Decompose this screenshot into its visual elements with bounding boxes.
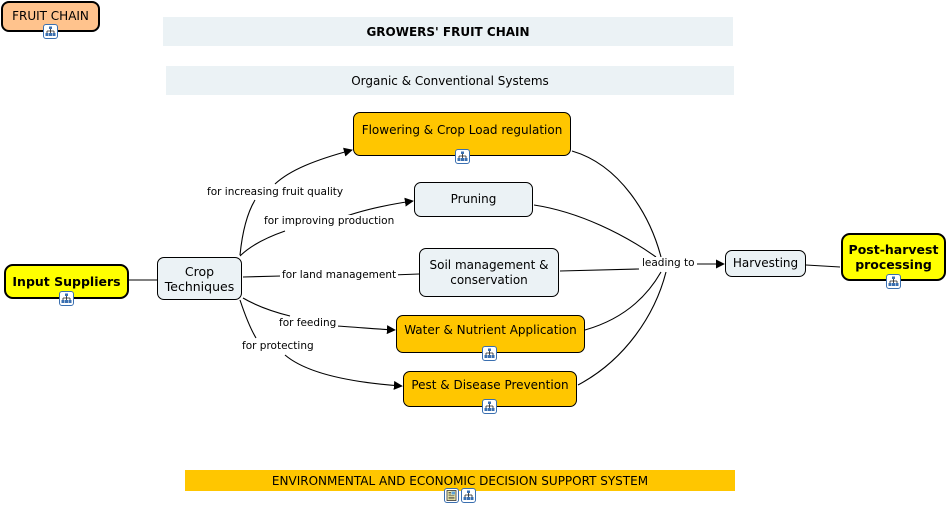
submap-icon[interactable] [482,346,497,361]
edge-protecting-to-pest [284,354,403,390]
submap-icon[interactable] [482,399,497,414]
submap-icon[interactable] [59,291,74,306]
edge-harvesting-to-postharvest [805,264,841,268]
footer-band[interactable]: ENVIRONMENTAL AND ECONOMIC DECISION SUPP… [185,470,735,491]
edge-soil-to-leading [559,268,640,272]
edge-pruning-to-leading [533,204,657,258]
link-label-leading: leading to [640,257,697,270]
node-pest-disease[interactable]: Pest & Disease Prevention [403,371,577,407]
node-flowering-crop-load[interactable]: Flowering & Crop Load regulation [353,112,571,156]
submap-icon[interactable] [886,274,901,289]
edge-crop-to-quality-label [239,199,256,256]
edge-pest-to-leading [577,271,667,386]
subtitle: Organic & Conventional Systems [351,73,549,88]
node-soil-management[interactable]: Soil management & conservation [419,248,559,297]
submap-icon[interactable] [43,24,58,39]
footer-title: ENVIRONMENTAL AND ECONOMIC DECISION SUPP… [271,473,649,488]
link-label-protecting: for protecting [240,340,316,353]
node-input-suppliers[interactable]: Input Suppliers [4,264,129,299]
edge-quality-to-flowering [274,147,353,185]
edge-water-to-leading [584,271,662,331]
link-label-production: for improving production [262,215,397,228]
edge-crop-to-feeding [242,297,291,317]
subtitle-band: Organic & Conventional Systems [166,66,734,95]
edge-feeding-to-water [335,325,396,335]
node-harvesting[interactable]: Harvesting [725,250,806,277]
node-crop-techniques[interactable]: Crop Techniques [157,257,242,300]
edge-crop-to-land [242,275,282,278]
main-title: GROWERS' FRUIT CHAIN [366,24,530,39]
link-label-feeding: for feeding [277,317,339,330]
node-pruning[interactable]: Pruning [414,182,533,217]
node-post-harvest[interactable]: Post-harvest processing [841,233,946,281]
link-label-land: for land management [280,269,399,282]
submap-icon[interactable] [461,488,476,503]
edge-crop-to-protecting [239,299,257,339]
link-label-quality: for increasing fruit quality [205,186,346,199]
edge-flowering-to-leading [571,150,662,258]
submap-icon[interactable] [455,149,470,164]
main-title-band: GROWERS' FRUIT CHAIN [163,17,733,46]
document-resource-icon[interactable] [444,488,459,503]
edge-crop-to-production-label [239,230,286,257]
